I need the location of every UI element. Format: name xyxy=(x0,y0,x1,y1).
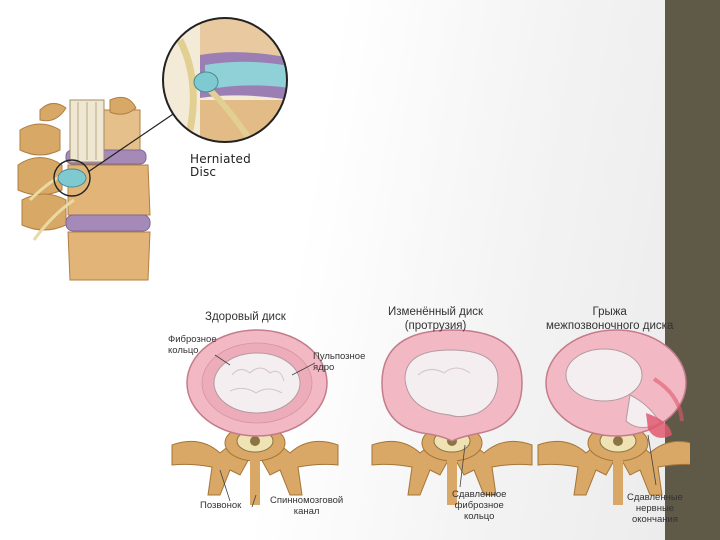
herniation-marker-circle xyxy=(53,159,91,197)
callout-nucleus: Пульпозное ядро xyxy=(313,351,365,373)
stage-title-herniation: Грыжа межпозвоночного диска xyxy=(546,305,673,333)
callout-compressed-annulus: Сдавленное фиброзное кольцо xyxy=(452,489,506,522)
disc-stages-diagram xyxy=(171,329,690,508)
callout-spinal-canal-line1: Спинномозговой xyxy=(270,495,344,506)
callout-spinal-canal-line2: канал xyxy=(293,506,320,517)
callout-compressed-annulus-line2: фиброзное xyxy=(454,500,504,511)
stage-title-protrusion-line1: Изменённый диск xyxy=(388,306,484,318)
spine-illustration xyxy=(17,17,288,281)
callout-compressed-annulus-line3: кольцо xyxy=(463,511,495,522)
callout-annulus: Фиброзное кольцо xyxy=(168,334,217,356)
callout-vertebra-text: Позвонок xyxy=(200,500,242,511)
zoom-connector-line xyxy=(87,107,183,173)
herniation-disc-figure xyxy=(537,329,690,505)
callout-compressed-nerves: Сдавленные нервные окончания xyxy=(627,492,683,525)
callout-compressed-nerves-line1: Сдавленные xyxy=(627,492,683,503)
stage-title-herniation-line2: межпозвоночного диска xyxy=(546,320,674,332)
vertebra-stack xyxy=(17,96,151,281)
callout-compressed-nerves-line3: окончания xyxy=(631,514,678,525)
magnified-inset xyxy=(162,17,288,143)
herniated-label-line2: Disc xyxy=(190,165,217,179)
stage-title-protrusion: Изменённый диск (протрузия) xyxy=(388,305,483,333)
herniated-disc-label: Herniated Disc xyxy=(190,153,251,179)
stage-title-protrusion-line2: (протрузия) xyxy=(404,320,467,332)
callout-annulus-line1: Фиброзное xyxy=(168,334,217,345)
stage-title-herniation-line1: Грыжа xyxy=(592,306,627,318)
callout-compressed-annulus-line1: Сдавленное xyxy=(452,489,507,500)
healthy-disc-figure xyxy=(171,329,339,505)
callout-vertebra: Позвонок xyxy=(200,500,241,511)
stage-title-healthy-line1: Здоровый диск xyxy=(205,311,286,323)
stage-title-healthy: Здоровый диск xyxy=(205,310,286,324)
leader-lines xyxy=(214,354,657,508)
herniated-label-line1: Herniated xyxy=(190,152,251,166)
callout-nucleus-line2: ядро xyxy=(313,362,335,373)
callout-nucleus-line1: Пульпозное xyxy=(313,351,366,362)
callout-spinal-canal: Спинномозговой канал xyxy=(270,495,343,517)
callout-compressed-nerves-line2: нервные xyxy=(635,503,675,514)
protrusion-disc-figure xyxy=(371,329,533,505)
callout-annulus-line2: кольцо xyxy=(168,345,199,356)
